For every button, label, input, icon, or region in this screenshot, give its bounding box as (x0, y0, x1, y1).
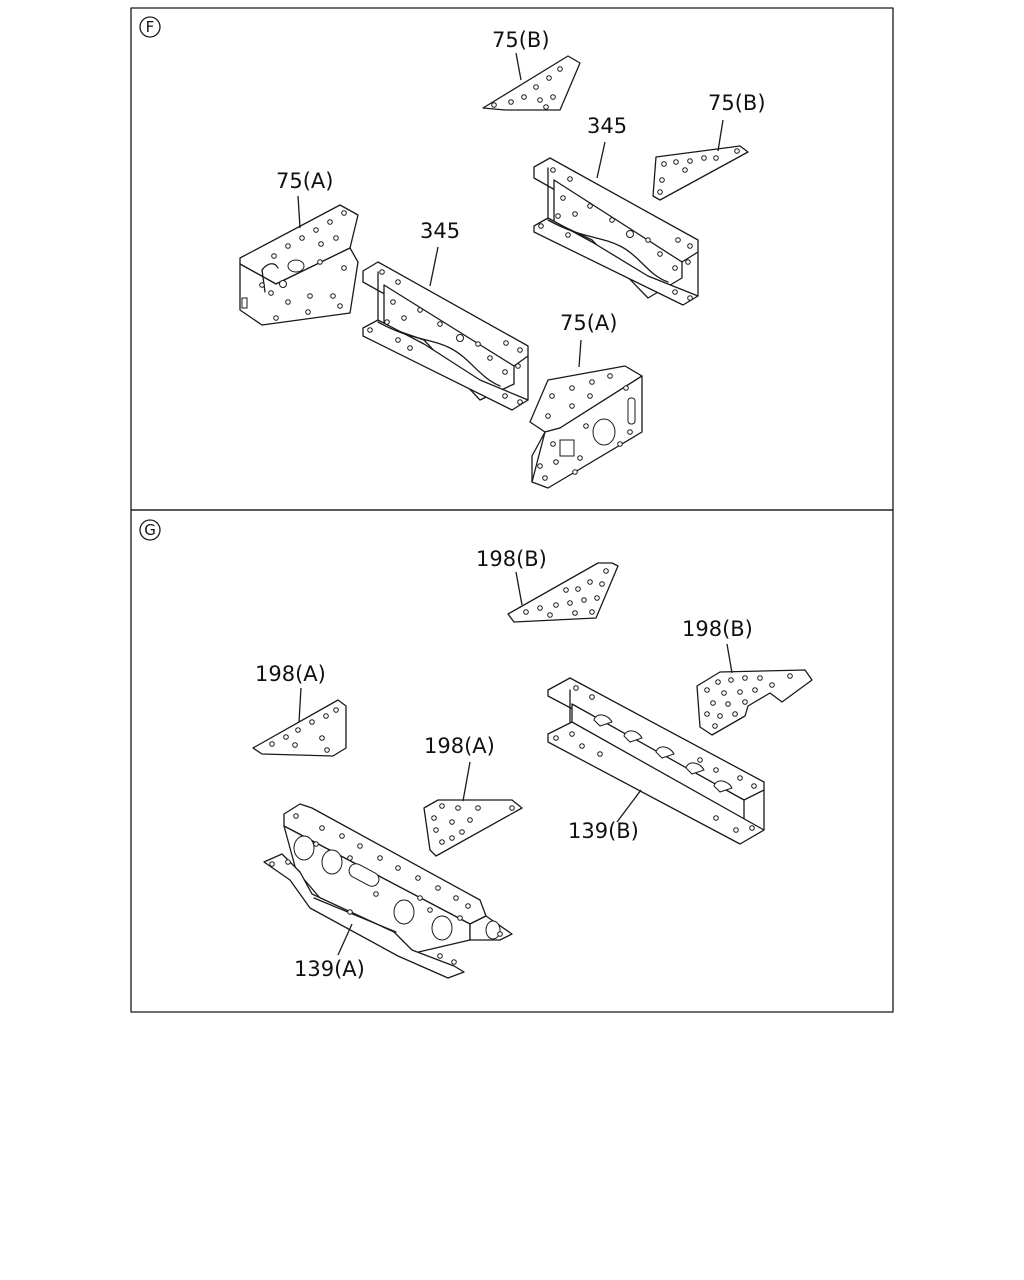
label-198b-top: 198(B) (476, 547, 547, 571)
part-139a (263, 803, 513, 979)
part-198b-upper (507, 562, 619, 623)
part-139b (547, 677, 765, 845)
part-198a-left (252, 699, 347, 757)
label-198a-middle: 198(A) (424, 734, 495, 758)
label-198a-left: 198(A) (255, 662, 326, 686)
label-345-upper: 345 (587, 114, 627, 138)
label-75b-top: 75(B) (492, 28, 550, 52)
label-139a: 139(A) (294, 957, 365, 981)
section-g-marker: G (139, 519, 161, 541)
label-139b: 139(B) (568, 819, 639, 843)
section-f-marker: F (139, 16, 161, 38)
panel-g-frame (130, 509, 894, 1013)
part-345-upper (533, 157, 699, 306)
part-75a-left (239, 204, 359, 326)
label-345-lower: 345 (420, 219, 460, 243)
part-75a-right (529, 365, 643, 489)
part-345-lower (362, 261, 529, 411)
label-75b-right: 75(B) (708, 91, 766, 115)
label-75a-right: 75(A) (560, 311, 617, 335)
label-198b-right: 198(B) (682, 617, 753, 641)
label-75a-left: 75(A) (276, 169, 333, 193)
part-75b-right (652, 145, 749, 201)
part-75b-upper (482, 55, 581, 111)
svg-text:F: F (146, 18, 155, 36)
part-198a-middle (423, 799, 523, 857)
part-198b-right (696, 669, 813, 736)
svg-text:G: G (144, 521, 156, 539)
